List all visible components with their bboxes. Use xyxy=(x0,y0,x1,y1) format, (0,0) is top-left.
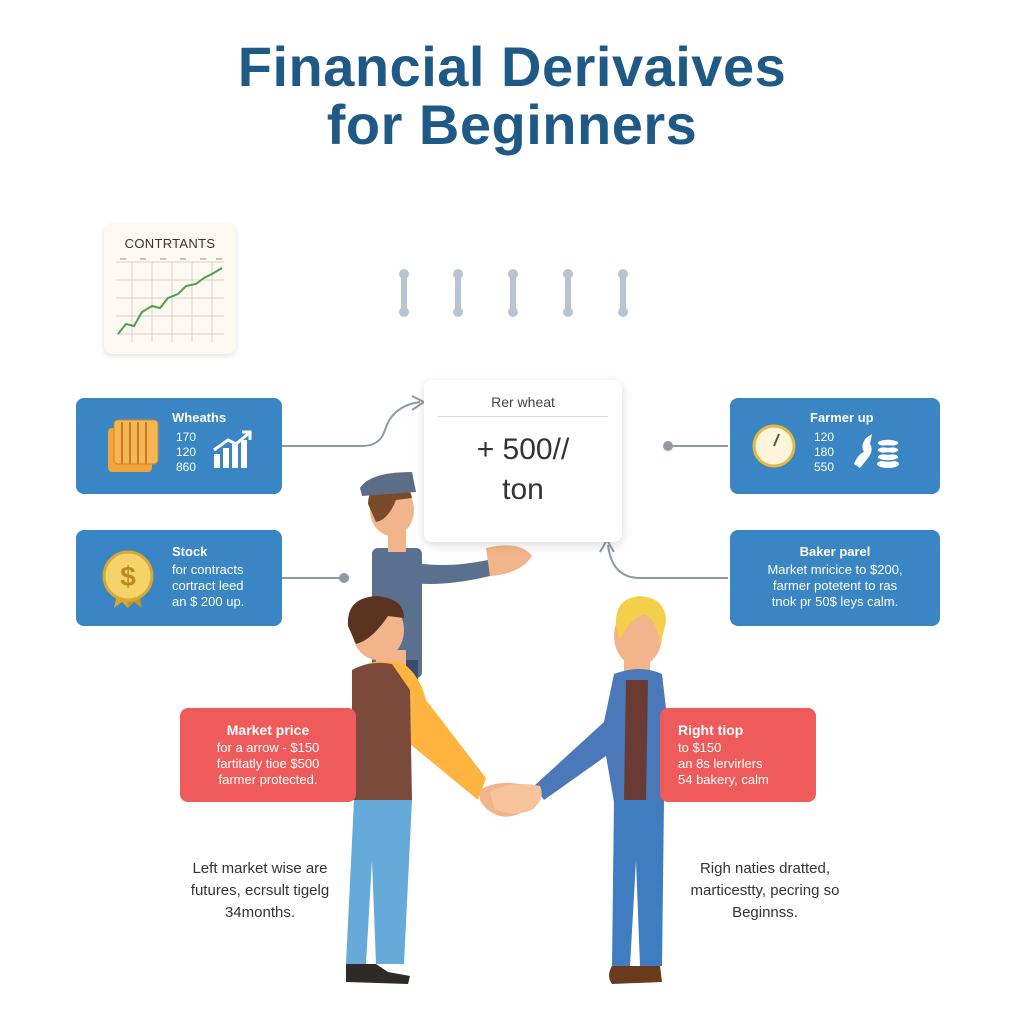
stock-box: $ Stock for contracts cortract leed an $… xyxy=(76,530,282,626)
wheat-box-values: 170 120 860 xyxy=(176,430,196,475)
right-caption-line: Righ naties dratted, xyxy=(699,860,831,877)
wheat-bales-icon xyxy=(108,419,159,472)
price-line-2: ton xyxy=(502,473,544,506)
wheat-value: 120 xyxy=(176,445,197,459)
stock-box-title: Stock xyxy=(172,544,208,559)
stock-line: for contracts xyxy=(172,562,244,577)
farmer-box: Farmer up 120 180 550 xyxy=(730,398,940,494)
connector-right-mid xyxy=(607,544,728,579)
farmer-person-illustration xyxy=(346,596,538,984)
title-line-1: Financial Derivaives xyxy=(237,35,787,98)
farmer-value: 180 xyxy=(814,445,835,459)
clock-icon xyxy=(752,424,796,468)
connector-dot xyxy=(663,441,673,451)
farmer-box-title: Farmer up xyxy=(810,410,874,425)
price-card-label: Rer wheat xyxy=(491,394,555,410)
connector-left-top xyxy=(282,401,421,447)
contracts-card: CONTRTANTS xyxy=(104,224,236,354)
bar-chart-up-icon xyxy=(213,430,252,468)
price-card: Rer wheat + 500// ton xyxy=(424,380,622,542)
pin-icon xyxy=(399,269,409,317)
right-tip-line: to $150 xyxy=(678,740,722,755)
baker-box-title: Baker parel xyxy=(799,544,871,559)
farmer-box-values: 120 180 550 xyxy=(814,430,834,475)
market-price-text: for a arrow - $150 fartitatly tioe $500 … xyxy=(180,740,356,788)
market-price-line: fartitatly tioe $500 xyxy=(216,756,320,771)
stock-box-text: for contracts cortract leed an $ 200 up. xyxy=(172,562,244,610)
baker-person-illustration xyxy=(534,596,672,984)
right-tip-line: 54 bakery, calm xyxy=(678,772,769,787)
farmer-value: 550 xyxy=(814,460,835,474)
right-tip-box: Right tiop to $150 an 8s lervirlers 54 b… xyxy=(660,708,816,802)
divider xyxy=(438,416,608,417)
right-tip-text: to $150 an 8s lervirlers 54 bakery, calm xyxy=(678,740,769,788)
left-caption-line: 34months. xyxy=(224,904,296,921)
market-price-line: for a arrow - $150 xyxy=(216,740,320,755)
market-price-box: Market price for a arrow - $150 fartitat… xyxy=(180,708,356,802)
baker-box-text: Market mricice to $200, farmer potetent … xyxy=(730,562,940,610)
svg-text:$: $ xyxy=(120,561,136,592)
pin-icon xyxy=(508,269,518,317)
connectors xyxy=(282,395,728,579)
calendar-chart-icon xyxy=(116,258,224,342)
hand-coins-icon xyxy=(854,434,900,468)
left-caption-line: Left market wise are xyxy=(192,860,328,877)
right-caption: Righ naties dratted, marticestty, pecrin… xyxy=(650,858,880,924)
dollar-coin-icon: $ xyxy=(102,550,154,608)
market-price-line: farmer protected. xyxy=(218,772,318,787)
connector-dot xyxy=(339,573,349,583)
baker-line: farmer potetent to ras xyxy=(772,578,898,593)
pin-icon xyxy=(618,269,628,317)
farmer-value: 120 xyxy=(814,430,835,444)
wheat-box-title: Wheaths xyxy=(172,410,227,425)
pin-icon xyxy=(453,269,463,317)
title-line-2: for Beginners xyxy=(326,93,698,156)
wheat-value: 170 xyxy=(176,430,197,444)
right-tip-line: an 8s lervirlers xyxy=(678,756,763,771)
price-card-value: + 500// ton xyxy=(424,430,622,510)
contracts-card-label: CONTRTANTS xyxy=(124,236,216,251)
right-tip-title: Right tiop xyxy=(678,722,744,738)
handshake-illustration xyxy=(490,784,542,814)
right-caption-line: Beginnss. xyxy=(732,904,798,921)
baker-line: tnok pr 50$ leys calm. xyxy=(771,594,899,609)
right-caption-line: marticestty, pecring so xyxy=(690,882,840,899)
price-line-1: + 500// xyxy=(476,433,570,466)
left-caption-line: futures, ecrsult tigelg xyxy=(190,882,330,899)
stock-line: cortract leed xyxy=(172,578,244,593)
baker-box: Baker parel Market mricice to $200, farm… xyxy=(730,530,940,626)
pin-icon xyxy=(563,269,573,317)
wheat-box: Wheaths 170 120 860 xyxy=(76,398,282,494)
left-caption: Left market wise are futures, ecrsult ti… xyxy=(150,858,370,924)
baker-line: Market mricice to $200, xyxy=(767,562,903,577)
stock-line: an $ 200 up. xyxy=(172,594,245,609)
market-price-title: Market price xyxy=(226,722,310,738)
page-title: Financial Derivaives for Beginners xyxy=(0,38,1024,154)
pin-icons xyxy=(399,269,628,317)
wheat-value: 860 xyxy=(176,460,197,474)
